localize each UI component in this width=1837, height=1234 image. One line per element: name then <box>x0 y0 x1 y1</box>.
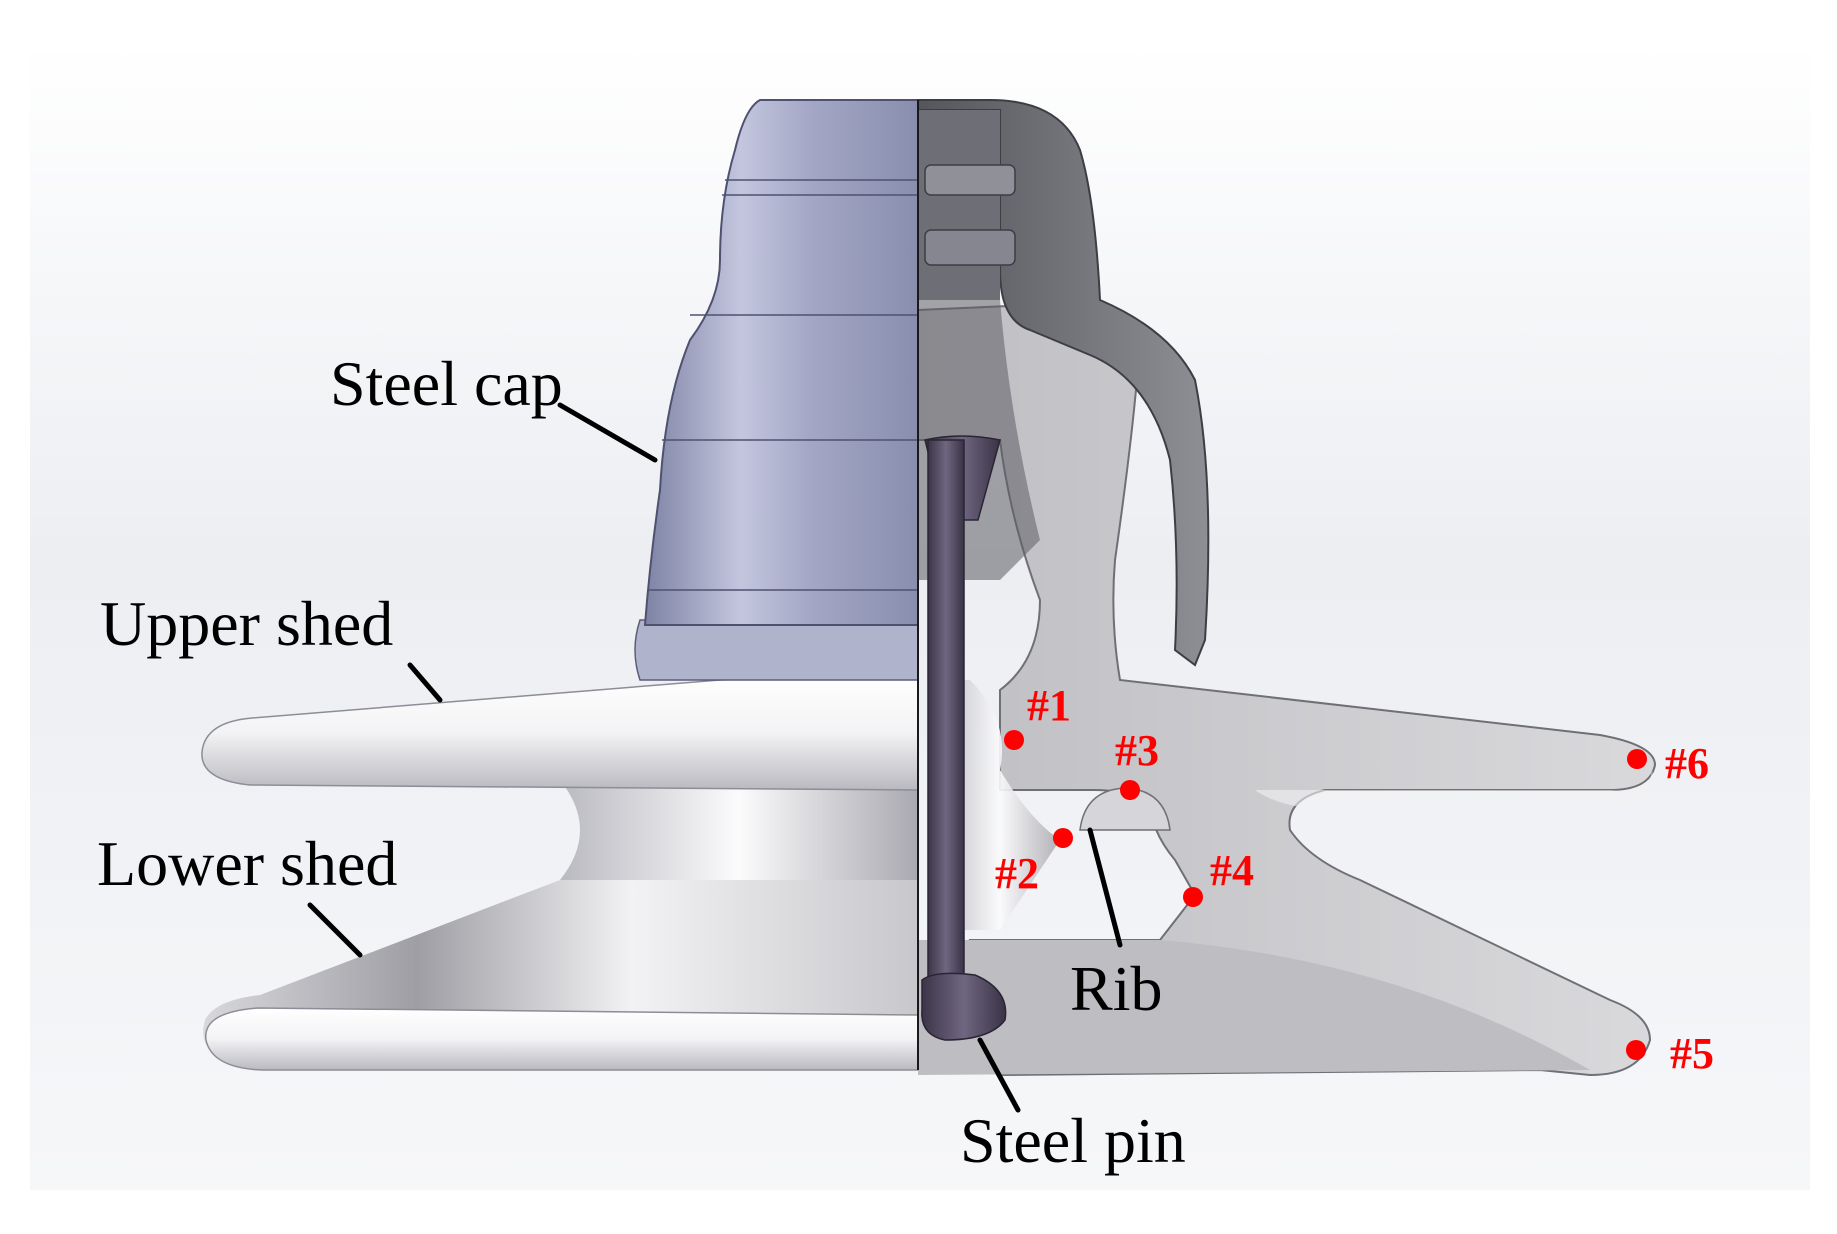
exterior-half <box>201 99 919 1071</box>
steel-pin-label: Steel pin <box>960 1105 1186 1176</box>
socket-ring-2 <box>924 229 1016 266</box>
upper-shed-label: Upper shed <box>100 588 393 659</box>
measurement-points: #1 #2 #3 #4 #5 #6 <box>995 681 1714 1078</box>
cap-socket <box>918 110 1000 300</box>
socket-ring-1 <box>924 164 1016 196</box>
upper-shed-leader <box>407 662 443 703</box>
point-4-label: #4 <box>1210 846 1254 895</box>
rib-label: Rib <box>1070 953 1162 1024</box>
shed-gap <box>1255 770 1655 810</box>
section-half <box>917 99 1657 1077</box>
point-6-marker <box>1627 749 1647 769</box>
point-1-label: #1 <box>1027 681 1071 730</box>
porcelain-section <box>917 303 1657 1077</box>
point-5-marker <box>1626 1040 1646 1060</box>
steel-pin <box>921 435 1007 1041</box>
porcelain-neck <box>560 780 918 880</box>
lower-shed-label: Lower shed <box>97 828 397 899</box>
rib-leader <box>1087 827 1123 948</box>
point-3-marker <box>1120 780 1140 800</box>
lower-shed-leader <box>307 902 363 958</box>
point-6-label: #6 <box>1665 739 1709 788</box>
steel-cap-leader <box>557 402 658 463</box>
point-2-marker <box>1053 828 1073 848</box>
steel-cap-label: Steel cap <box>330 348 563 419</box>
steel-cap-exterior <box>643 99 919 626</box>
point-1-marker <box>1004 730 1024 750</box>
upper-shed-exterior <box>201 674 919 791</box>
cone-interior <box>918 940 1590 1075</box>
neck-interior <box>940 680 1060 930</box>
point-3-label: #3 <box>1115 726 1159 775</box>
steel-cap-section <box>917 99 1210 667</box>
lower-shed-rim <box>205 1007 919 1071</box>
cap-base-ring <box>634 619 919 681</box>
point-4-marker <box>1183 887 1203 907</box>
point-2-label: #2 <box>995 849 1039 898</box>
steel-pin-leader <box>977 1037 1021 1113</box>
pin-shaft <box>927 439 965 981</box>
pin-ball <box>921 972 1007 1041</box>
point-5-label: #5 <box>1670 1029 1714 1078</box>
